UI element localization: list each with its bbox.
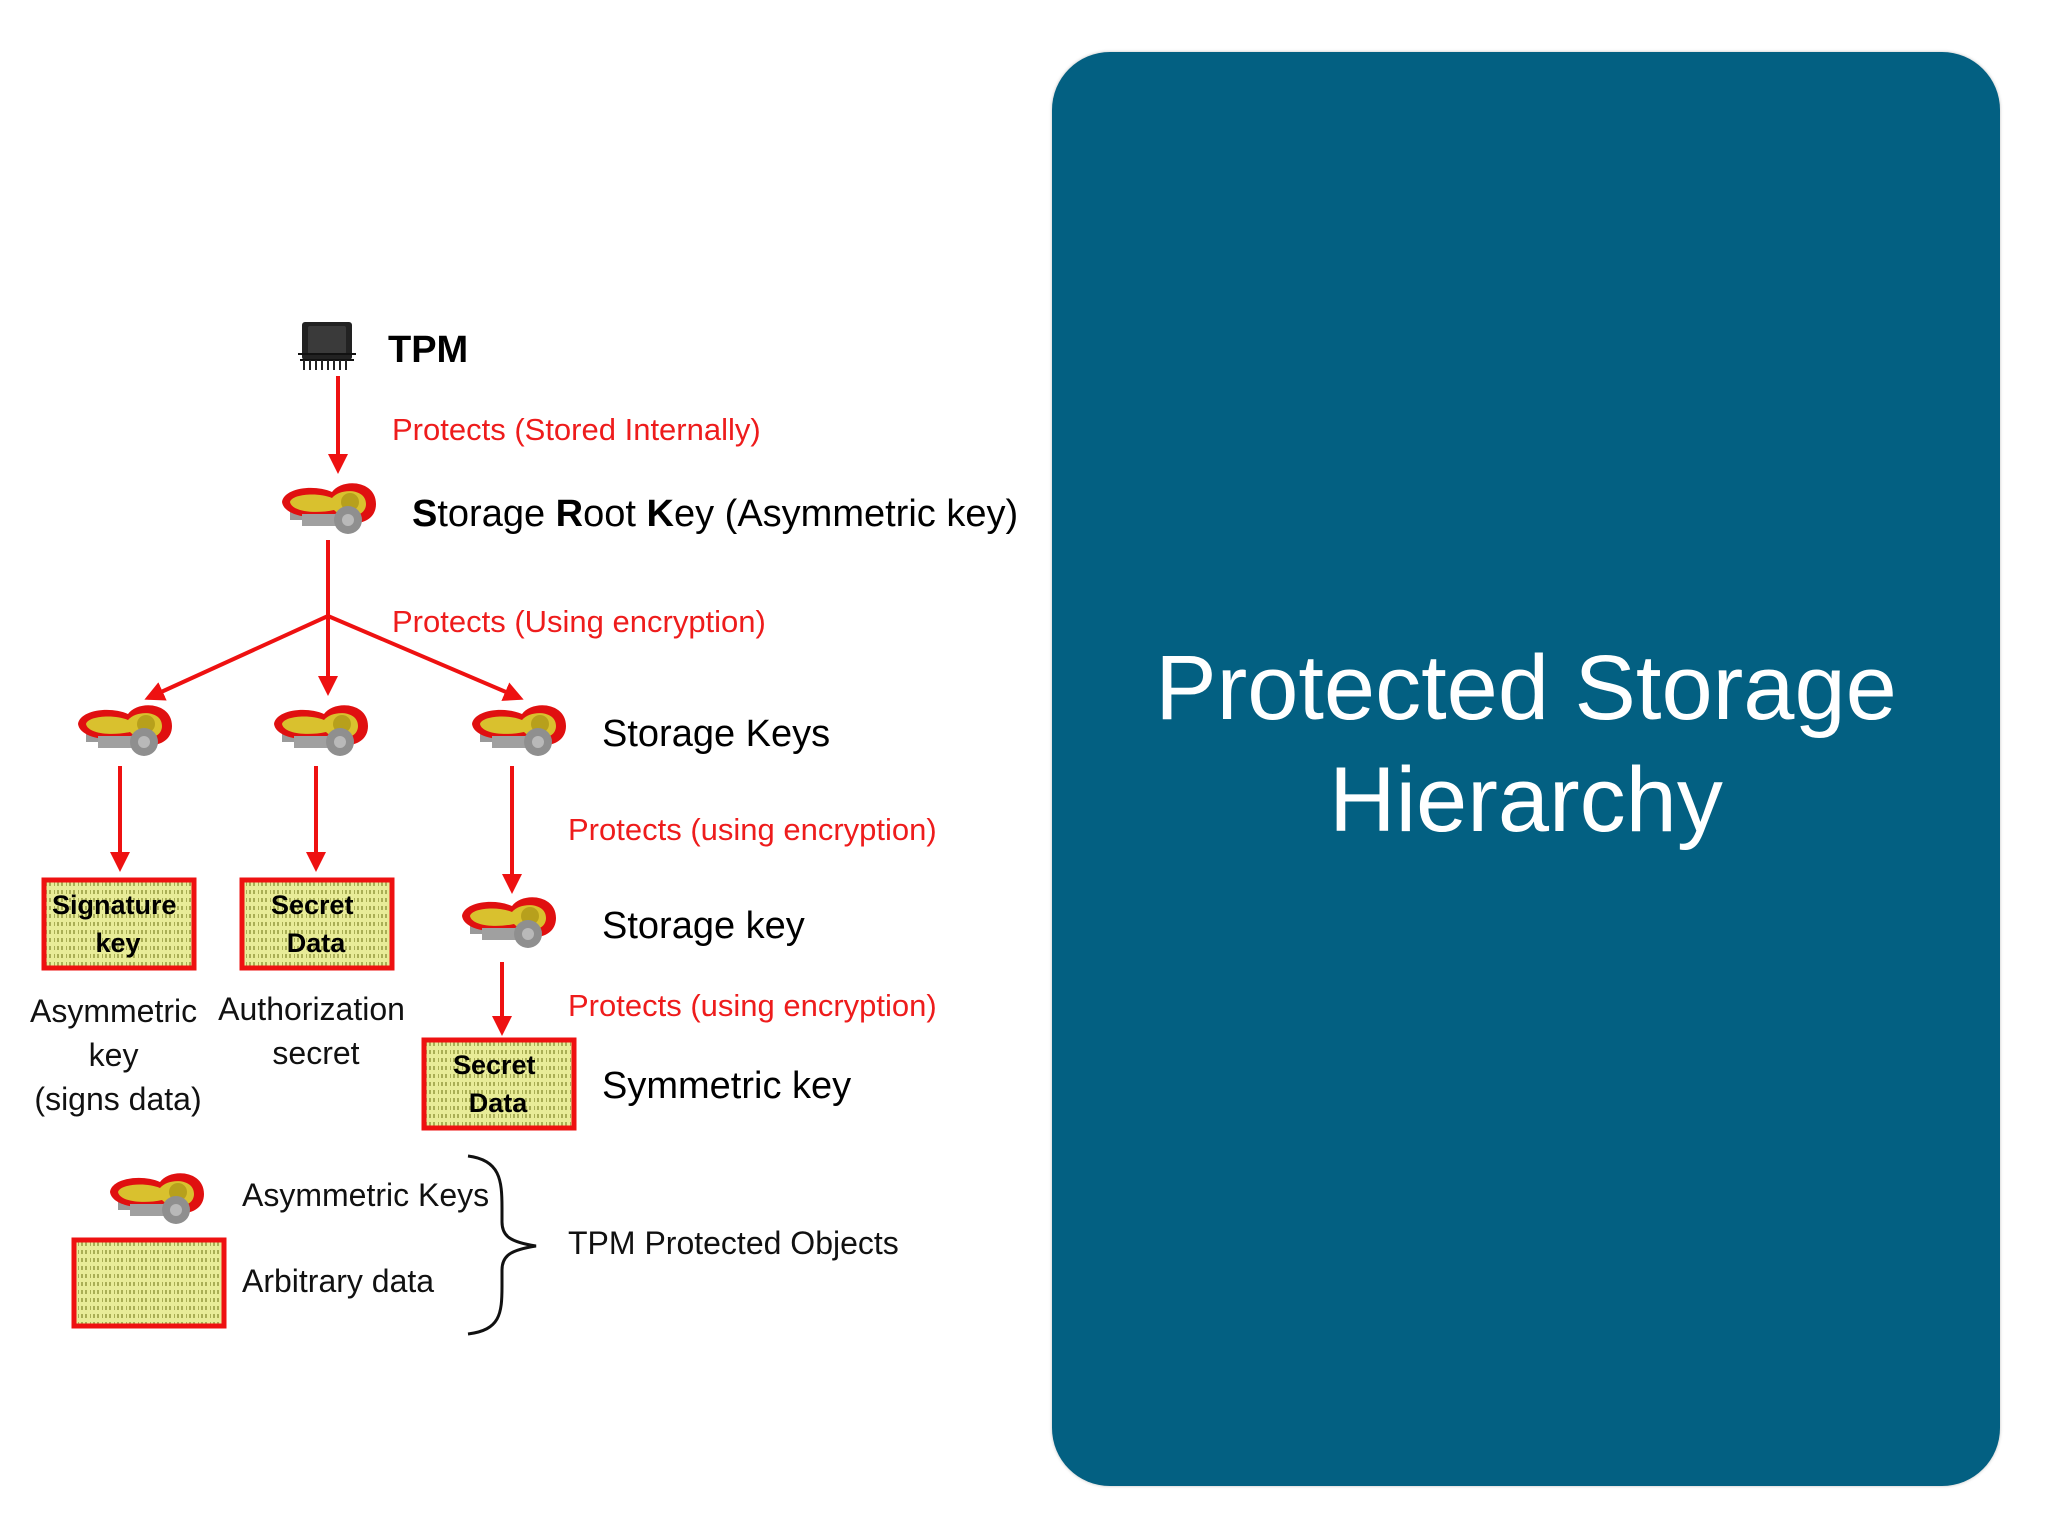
signature-key-box: Signature key — [41, 877, 197, 971]
arrows-to-objects — [110, 766, 522, 894]
secret-data-box-2: Secret Data — [421, 1037, 577, 1131]
label-protects-stored-internally: Protects (Stored Internally) — [392, 412, 761, 447]
storage-key-1-icon — [78, 705, 172, 756]
storage-key-4-icon — [462, 897, 556, 948]
chip-icon — [298, 322, 356, 370]
title-panel: Protected Storage Hierarchy — [1052, 52, 2000, 1486]
secret-data-box: Secret Data — [239, 877, 395, 971]
asymmetric-key-caption: Asymmetric key (signs data) — [30, 993, 206, 1117]
legend-arbitrary-data: Arbitrary data — [242, 1263, 434, 1299]
legend-asymmetric-keys: Asymmetric Keys — [242, 1177, 489, 1213]
storage-keys-label: Storage Keys — [602, 713, 830, 755]
storage-key-2-icon — [274, 705, 368, 756]
legend-key-icon — [110, 1173, 204, 1224]
svg-text:Signature key: Signature key — [52, 890, 184, 958]
arrows-srk-storage-keys — [144, 540, 524, 701]
label-protects-using-encryption-2: Protects (using encryption) — [568, 812, 937, 847]
srk-key-icon — [282, 483, 376, 534]
svg-text:Secret Data: Secret Data — [271, 890, 361, 958]
authorization-secret-caption: Authorization secret — [218, 991, 414, 1071]
symmetric-key-label: Symmetric key — [602, 1065, 851, 1107]
storage-key-label: Storage key — [602, 905, 805, 947]
panel-title-line2: Hierarchy — [1329, 749, 1723, 851]
svg-text:Secret Data: Secret Data — [453, 1050, 543, 1118]
tpm-label: TPM — [388, 329, 468, 371]
panel-title: Protected Storage Hierarchy — [1052, 632, 2000, 856]
label-protects-using-encryption: Protects (Using encryption) — [392, 604, 766, 639]
label-protects-using-encryption-3: Protects (using encryption) — [568, 988, 937, 1023]
storage-key-3-icon — [472, 705, 566, 756]
protected-storage-diagram: TPM Protects (Stored Internally) Storage… — [30, 322, 1018, 1336]
panel-title-line1: Protected Storage — [1155, 637, 1897, 739]
legend-data-swatch — [71, 1237, 227, 1329]
legend-tpm-protected-objects: TPM Protected Objects — [568, 1225, 899, 1261]
srk-label: Storage Root Key (Asymmetric key) — [412, 493, 1018, 535]
legend-brace — [467, 1154, 537, 1336]
